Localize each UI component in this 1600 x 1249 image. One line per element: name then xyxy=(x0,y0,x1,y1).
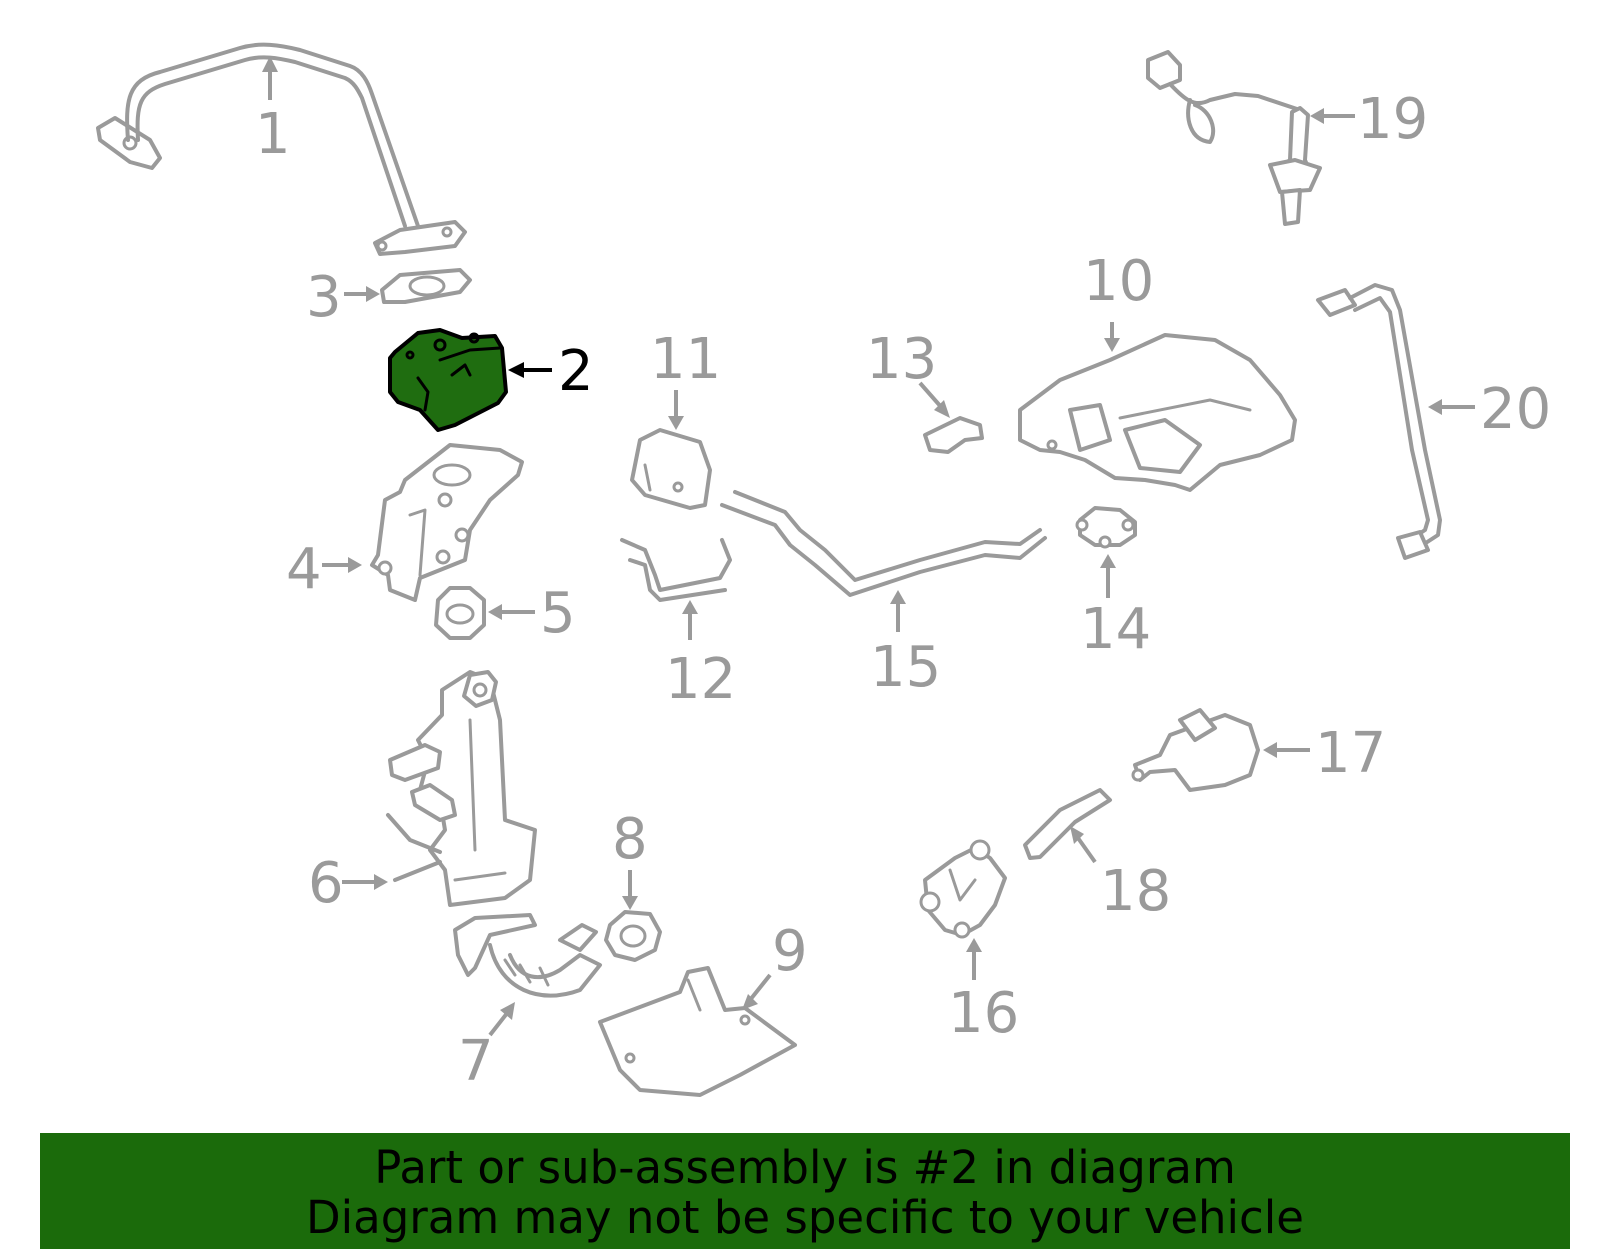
callout-2-arrowhead xyxy=(508,362,524,378)
part-13-clip[interactable] xyxy=(923,416,984,454)
callout-11[interactable]: 11 xyxy=(650,327,721,392)
callout-19[interactable]: 19 xyxy=(1357,87,1428,152)
part-15-hose[interactable] xyxy=(720,490,1047,597)
callout-20[interactable]: 20 xyxy=(1480,377,1551,442)
callout-7-leader xyxy=(488,1010,510,1037)
part-2-egr-valve[interactable] xyxy=(388,328,508,432)
callout-9-arrowhead xyxy=(742,994,758,1010)
callout-8-arrowhead xyxy=(622,896,638,910)
part-20-o2-sensor[interactable] xyxy=(1316,283,1442,560)
part-3-gasket[interactable] xyxy=(380,268,472,304)
part-16-solenoid[interactable] xyxy=(919,839,1007,939)
part-19-o2-sensor[interactable] xyxy=(1146,50,1322,226)
callout-2[interactable]: 2 xyxy=(558,339,594,404)
callout-3[interactable]: 3 xyxy=(306,265,342,330)
callout-4[interactable]: 4 xyxy=(286,537,322,602)
egr-cooler[interactable] xyxy=(388,670,537,907)
callout-5-arrowhead xyxy=(488,604,502,620)
part-9-heat-shield[interactable] xyxy=(598,966,797,1097)
callout-20-arrowhead xyxy=(1428,399,1442,415)
callout-17-arrowhead xyxy=(1263,742,1277,758)
part-8-gasket[interactable] xyxy=(604,910,662,962)
part-10-canister[interactable] xyxy=(1018,333,1297,492)
part-6-pipe[interactable] xyxy=(386,813,442,882)
callout-19-arrowhead xyxy=(1310,108,1324,124)
part-18-hose[interactable] xyxy=(1023,788,1112,860)
callout-13[interactable]: 13 xyxy=(866,327,937,392)
part-11-sensor[interactable] xyxy=(630,428,712,510)
callout-3-arrowhead xyxy=(366,286,380,302)
callout-6[interactable]: 6 xyxy=(308,851,344,916)
callout-13-arrowhead xyxy=(934,400,950,418)
callout-8[interactable]: 8 xyxy=(612,807,648,872)
callout-15[interactable]: 15 xyxy=(870,635,941,700)
callout-7-arrowhead xyxy=(500,1002,515,1020)
callout-1-arrowhead xyxy=(262,56,278,72)
callout-14[interactable]: 14 xyxy=(1080,597,1151,662)
banner-line-part: Part or sub-assembly is #2 in diagram xyxy=(374,1141,1236,1194)
callout-9[interactable]: 9 xyxy=(772,919,808,984)
callout-18-leader xyxy=(1076,836,1097,864)
callout-14-arrowhead xyxy=(1100,554,1116,568)
part-4-bracket[interactable] xyxy=(370,443,524,602)
callout-12-arrowhead xyxy=(682,600,698,614)
notice-banner: Part or sub-assembly is #2 in diagram Di… xyxy=(40,1133,1570,1249)
callout-18-arrowhead xyxy=(1070,826,1084,844)
callout-6-arrowhead xyxy=(374,874,388,890)
callout-11-arrowhead xyxy=(668,416,684,430)
part-17-purge-valve[interactable] xyxy=(1131,708,1260,792)
part-5-gasket[interactable] xyxy=(434,586,486,640)
banner-line-disclaimer: Diagram may not be specific to your vehi… xyxy=(306,1191,1304,1244)
callout-1[interactable]: 1 xyxy=(255,102,291,167)
callout-18[interactable]: 18 xyxy=(1100,859,1171,924)
callout-17[interactable]: 17 xyxy=(1315,721,1386,786)
callout-7[interactable]: 7 xyxy=(458,1029,494,1094)
callout-16[interactable]: 16 xyxy=(948,981,1019,1046)
callout-12[interactable]: 12 xyxy=(665,647,736,712)
callout-5[interactable]: 5 xyxy=(540,581,576,646)
part-7-flex-pipe[interactable] xyxy=(453,913,602,998)
callout-13-leader xyxy=(918,381,944,410)
callout-15-arrowhead xyxy=(890,590,906,604)
part-12-bracket[interactable] xyxy=(620,538,732,602)
part-14-valve[interactable] xyxy=(1075,506,1137,549)
callout-4-arrowhead xyxy=(348,557,362,573)
callout-10[interactable]: 10 xyxy=(1083,249,1154,314)
callout-10-arrowhead xyxy=(1104,338,1120,352)
callout-9-leader xyxy=(748,973,772,1002)
callout-16-arrowhead xyxy=(966,938,982,952)
